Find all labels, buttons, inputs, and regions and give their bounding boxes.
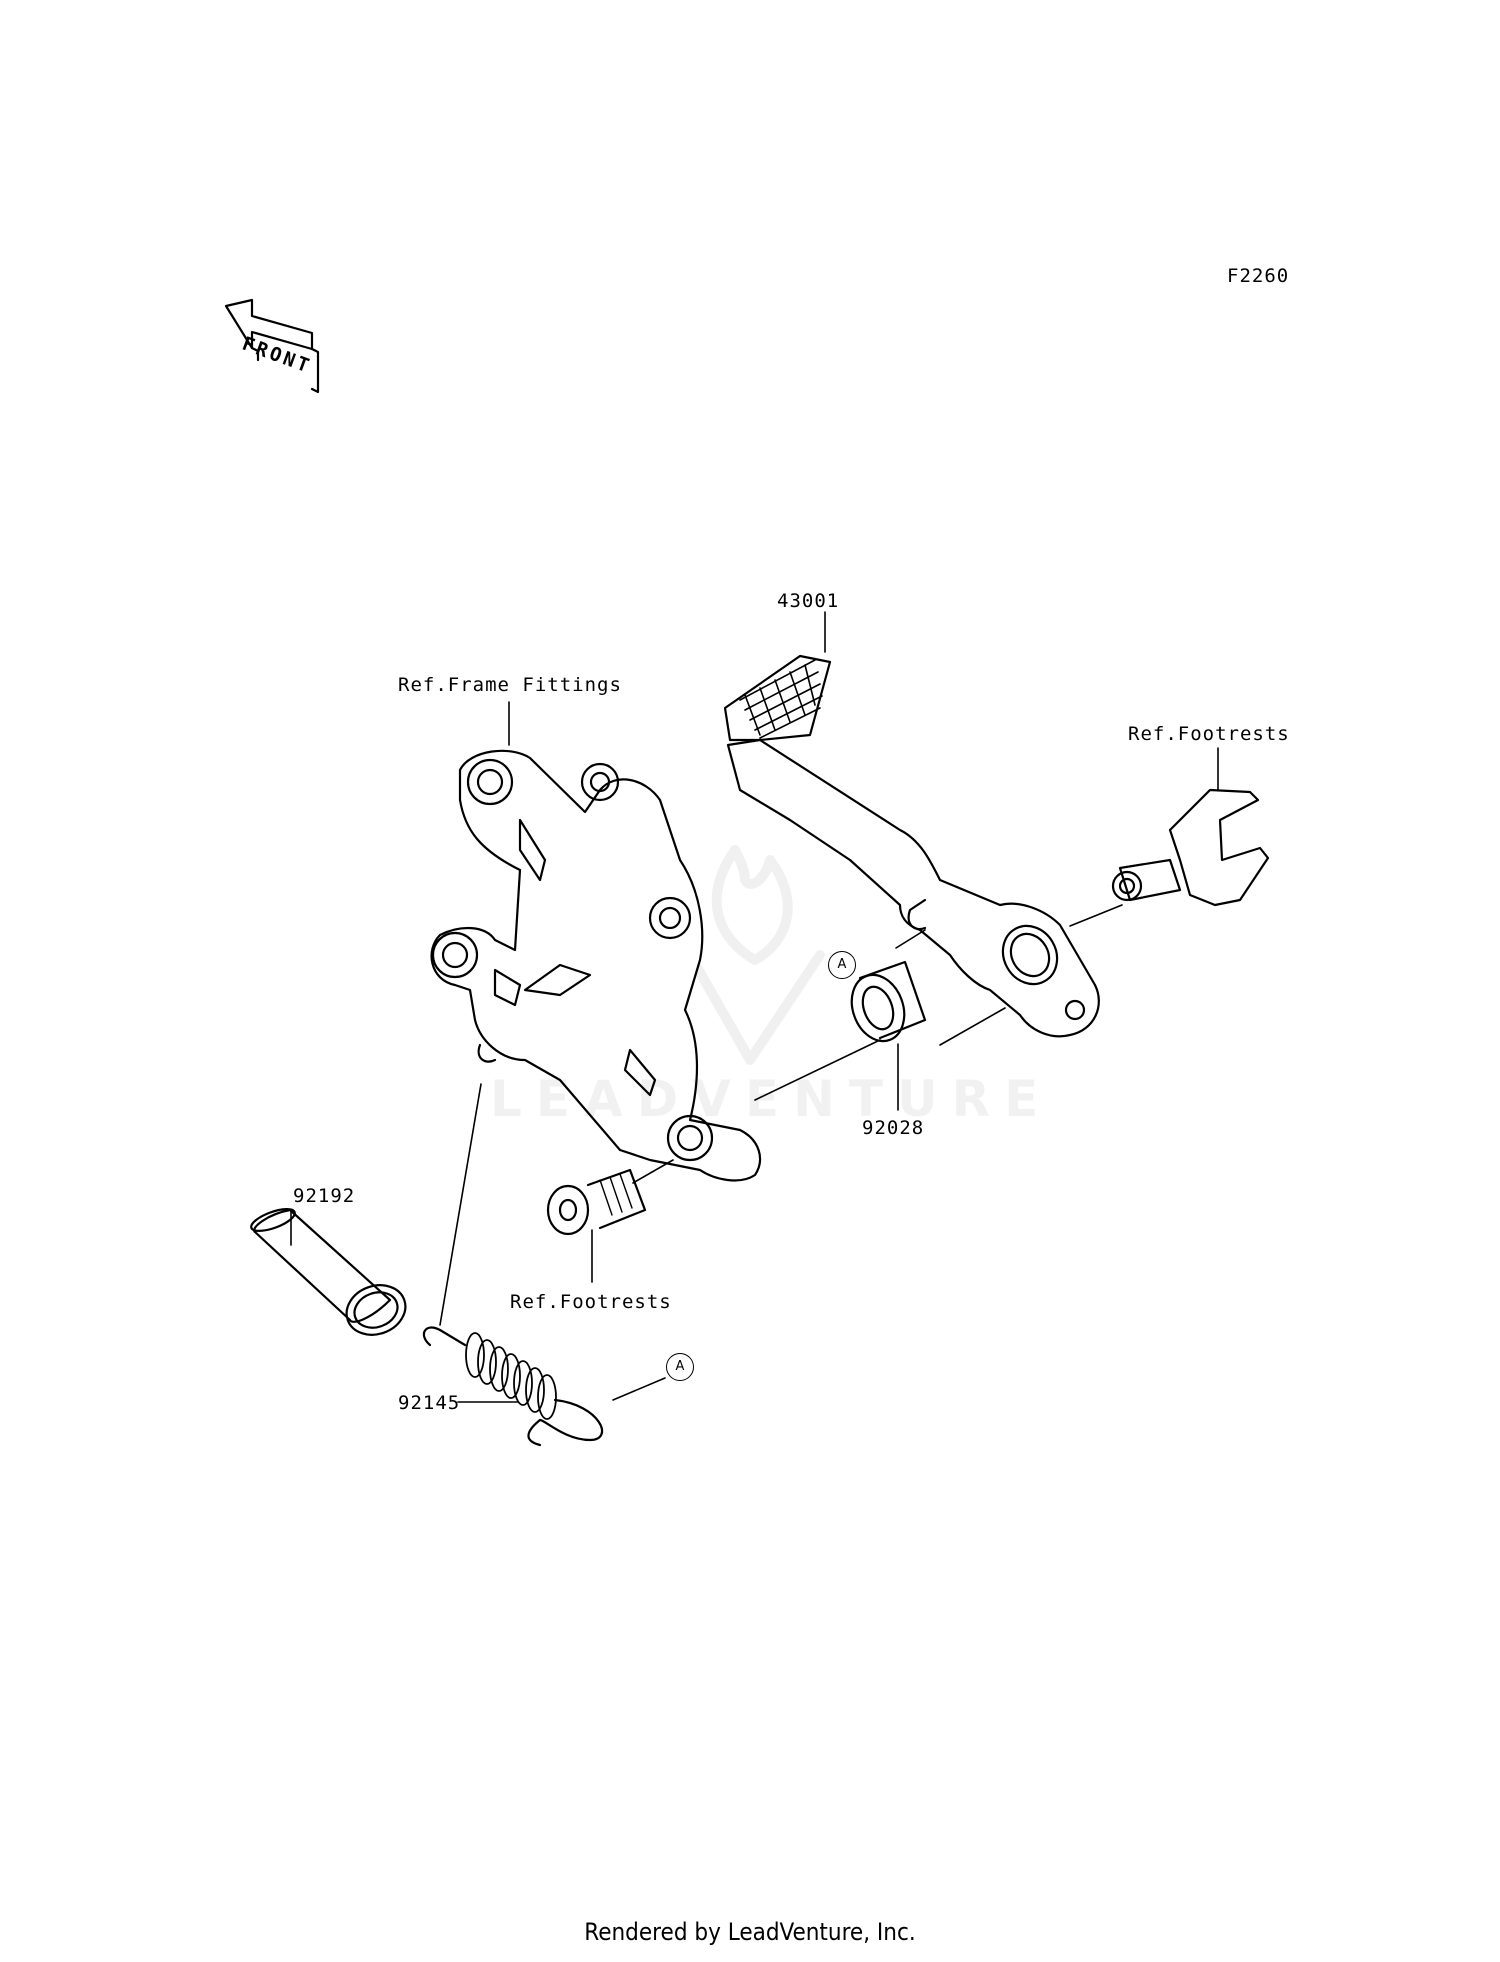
collar-92028 [850,960,927,1043]
watermark: LEADVENTURE [490,1070,1053,1128]
front-arrow-icon [224,298,320,394]
label-92192[interactable]: 92192 [293,1185,356,1207]
ref-code: F2260 [1227,265,1290,287]
footrest-bolt [546,1168,647,1236]
watermark-flame-icon [685,845,825,1065]
leader-lines [290,611,1219,1403]
footrest-bracket [430,749,762,1182]
marker-a-pedal: A [828,951,856,979]
label-92145[interactable]: 92145 [398,1392,461,1414]
pivot-bolt [1111,788,1270,907]
marker-a-spring: A [666,1353,694,1381]
label-92028[interactable]: 92028 [862,1117,925,1139]
label-43001[interactable]: 43001 [777,590,840,612]
label-ref-frame-fittings[interactable]: Ref.Frame Fittings [398,674,622,696]
brake-pedal [723,654,1100,1038]
label-ref-footrests-bolt[interactable]: Ref.Footrests [510,1291,672,1313]
pipe-92192 [250,1208,407,1336]
spring-92145 [422,1326,603,1447]
label-ref-footrests-right[interactable]: Ref.Footrests [1128,723,1290,745]
footer-credit: Rendered by LeadVenture, Inc. [584,1918,916,1946]
